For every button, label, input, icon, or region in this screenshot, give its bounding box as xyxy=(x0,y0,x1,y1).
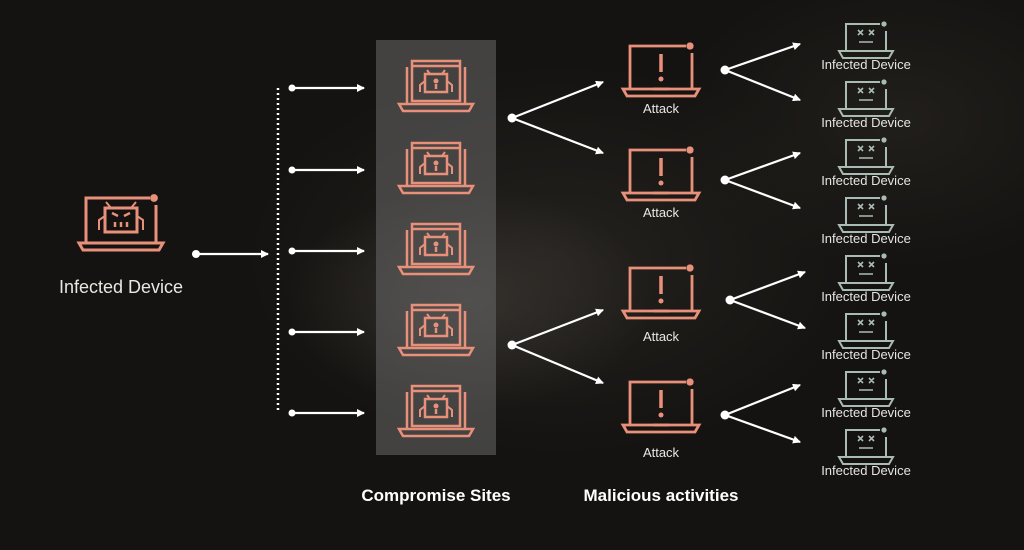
infected-device-icon xyxy=(837,253,895,291)
infected-device-icon xyxy=(837,427,895,465)
infected-device-label: Infected Device xyxy=(821,115,911,130)
infected-device-icon xyxy=(837,311,895,349)
attack-label: Attack xyxy=(642,445,680,460)
infected-device-label: Infected Device xyxy=(821,231,911,246)
attack-label: Attack xyxy=(642,329,680,344)
infected-device-icon xyxy=(837,137,895,175)
infected-device-icon xyxy=(837,21,895,59)
arrow xyxy=(507,80,604,123)
attack-laptop-icon xyxy=(620,264,702,320)
malicious-activities-title: Malicious activities xyxy=(583,486,739,505)
arrow xyxy=(725,270,806,305)
infected-device-icon xyxy=(837,369,895,407)
infected-device-label: Infected Device xyxy=(821,173,911,188)
arrow xyxy=(288,247,365,255)
arrow xyxy=(720,383,801,420)
infected-device-label: Infected Device xyxy=(821,57,911,72)
arrow xyxy=(720,42,801,75)
arrow xyxy=(729,298,806,330)
arrow xyxy=(511,343,604,385)
compromised-site-laptop-icon xyxy=(396,59,476,113)
arrow xyxy=(288,84,365,92)
arrow xyxy=(507,308,604,350)
arrow xyxy=(511,116,604,155)
compromised-site-laptop-icon xyxy=(396,384,476,438)
infected-device-label: Infected Device xyxy=(821,405,911,420)
infected-device-label: Infected Device xyxy=(821,289,911,304)
arrow xyxy=(288,166,365,174)
arrow xyxy=(288,409,365,417)
attack-label: Attack xyxy=(642,101,680,116)
infected-robot-laptop-icon xyxy=(76,194,166,252)
compromised-site-laptop-icon xyxy=(396,303,476,357)
attack-laptop-icon xyxy=(620,146,702,202)
arrow xyxy=(288,328,365,336)
source-label: Infected Device xyxy=(58,277,184,297)
infected-device-icon xyxy=(837,79,895,117)
infected-device-label: Infected Device xyxy=(821,463,911,478)
attack-label: Attack xyxy=(642,205,680,220)
attack-laptop-icon xyxy=(620,378,702,434)
infected-device-icon xyxy=(837,195,895,233)
infected-device-label: Infected Device xyxy=(821,347,911,362)
compromised-site-laptop-icon xyxy=(396,222,476,276)
arrow xyxy=(720,151,801,185)
arrow xyxy=(724,68,801,102)
attack-laptop-icon xyxy=(620,42,702,98)
arrow xyxy=(724,178,801,210)
compromised-site-laptop-icon xyxy=(396,141,476,195)
compromise-sites-title: Compromise Sites xyxy=(361,486,511,505)
arrow xyxy=(724,413,801,444)
arrow xyxy=(192,250,269,258)
